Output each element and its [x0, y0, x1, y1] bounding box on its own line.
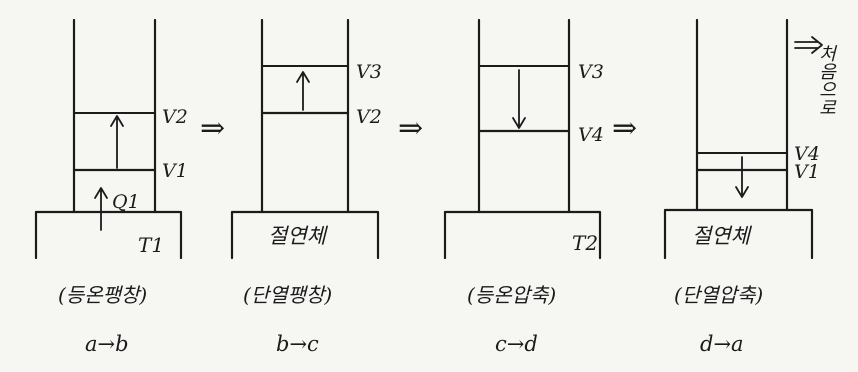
return-arrow [794, 36, 823, 54]
reservoir-box [443, 210, 602, 260]
heat-label: Q1 [112, 191, 140, 213]
volume-label-v1: V1 [162, 160, 188, 182]
stage-3-isothermal-compression: V3 V4 T2 (등온압축) c→d [443, 18, 604, 356]
insulator-label: 절연체 [268, 224, 329, 248]
return-note: 처음으로 [816, 44, 837, 116]
process-arrow-1: ⇒ [200, 111, 225, 146]
reservoir-box [34, 210, 183, 260]
insulator-box [663, 208, 814, 260]
transition-label: b→c [276, 332, 319, 356]
compression-arrow [735, 156, 749, 198]
volume-label-v1: V1 [794, 161, 820, 183]
volume-label-v3: V3 [356, 61, 382, 83]
heat-flow-arrow [94, 187, 108, 231]
process-name: (등온압축) [467, 283, 556, 307]
reservoir-temperature-label: T1 [138, 233, 164, 257]
expansion-arrow [110, 115, 124, 169]
stage-4-adiabatic-compression: V4 V1 절연체 (단열압축) d→a [663, 18, 820, 356]
volume-label-v4: V4 [578, 124, 604, 146]
stage-2-adiabatic-expansion: V3 V2 절연체 (단열팽창) b→c [230, 18, 382, 356]
volume-label-v4: V4 [794, 143, 820, 165]
process-name: (단열압축) [674, 283, 763, 307]
insulator-box [230, 210, 380, 260]
volume-label-v2: V2 [162, 106, 188, 128]
compression-arrow [512, 69, 526, 129]
volume-label-v2: V2 [356, 106, 382, 128]
expansion-arrow [296, 71, 310, 111]
process-name: (등온팽창) [58, 283, 147, 307]
process-arrow-2: ⇒ [398, 111, 423, 146]
reservoir-temperature-label: T2 [572, 231, 598, 255]
transition-label: a→b [85, 332, 129, 356]
process-name: (단열팽창) [243, 283, 332, 307]
insulator-label: 절연체 [692, 224, 753, 248]
transition-label: c→d [495, 332, 538, 356]
process-arrow-3: ⇒ [612, 111, 637, 146]
transition-label: d→a [700, 332, 744, 356]
stage-1-isothermal-expansion: V2 V1 Q1 T1 (등온팽창) a→b [34, 18, 188, 356]
volume-label-v3: V3 [578, 61, 604, 83]
